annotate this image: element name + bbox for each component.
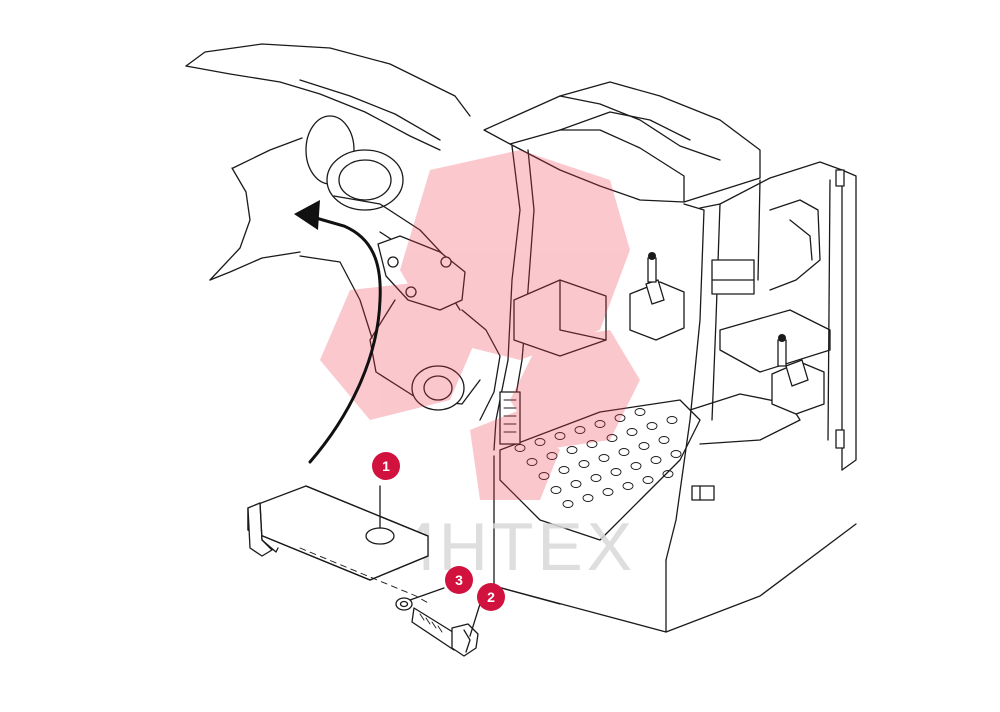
floor-hole (634, 408, 646, 416)
svg-text:3: 3 (455, 572, 463, 588)
floor-hole (642, 476, 654, 484)
floor-hole (538, 472, 550, 480)
floor-hole (590, 474, 602, 482)
floor-hole (534, 438, 546, 446)
floor-hole (606, 434, 618, 442)
floor-hole (598, 454, 610, 462)
right-joystick (771, 334, 825, 415)
floor-hole (594, 420, 606, 428)
left-joystick (629, 252, 685, 341)
floor-hole (562, 500, 574, 508)
floor-hole (550, 486, 562, 494)
floor-hole (546, 452, 558, 460)
floor-hole (662, 470, 674, 478)
floor-hole (630, 462, 642, 470)
floor-hole (646, 422, 658, 430)
svg-text:1: 1 (382, 458, 390, 474)
floor-hole (614, 414, 626, 422)
bolt (411, 603, 481, 657)
boom (185, 43, 471, 281)
floor-hole (574, 426, 586, 434)
floor-hole (526, 458, 538, 466)
floor-perforations (514, 408, 682, 508)
operator-cab (483, 81, 857, 633)
callout-2: 2 (477, 583, 505, 611)
floor-hole (610, 468, 622, 476)
floor-hole (586, 440, 598, 448)
floor-hole (650, 456, 662, 464)
washer (395, 587, 445, 611)
floor-hole (658, 436, 670, 444)
floor-hole (578, 460, 590, 468)
callout-3: 3 (445, 566, 473, 594)
floor-hole (582, 494, 594, 502)
floor-hole (602, 488, 614, 496)
floor-hole (638, 442, 650, 450)
intex-watermark (320, 150, 640, 500)
joystick-icon (778, 334, 786, 342)
floor-hole (626, 428, 638, 436)
floor-hole (566, 446, 578, 454)
floor-hole (670, 450, 682, 458)
curved-arrow-icon (294, 200, 382, 464)
callout-1: 1 (372, 452, 400, 480)
floor-hole (618, 448, 630, 456)
floor-hole (554, 432, 566, 440)
floor-hole (558, 466, 570, 474)
bracket (247, 485, 431, 605)
joystick-icon (648, 252, 656, 260)
floor-hole (622, 482, 634, 490)
hydraulic-cylinder (299, 115, 501, 421)
floor-hole (666, 416, 678, 424)
svg-text:2: 2 (487, 589, 495, 605)
floor-hole (570, 480, 582, 488)
